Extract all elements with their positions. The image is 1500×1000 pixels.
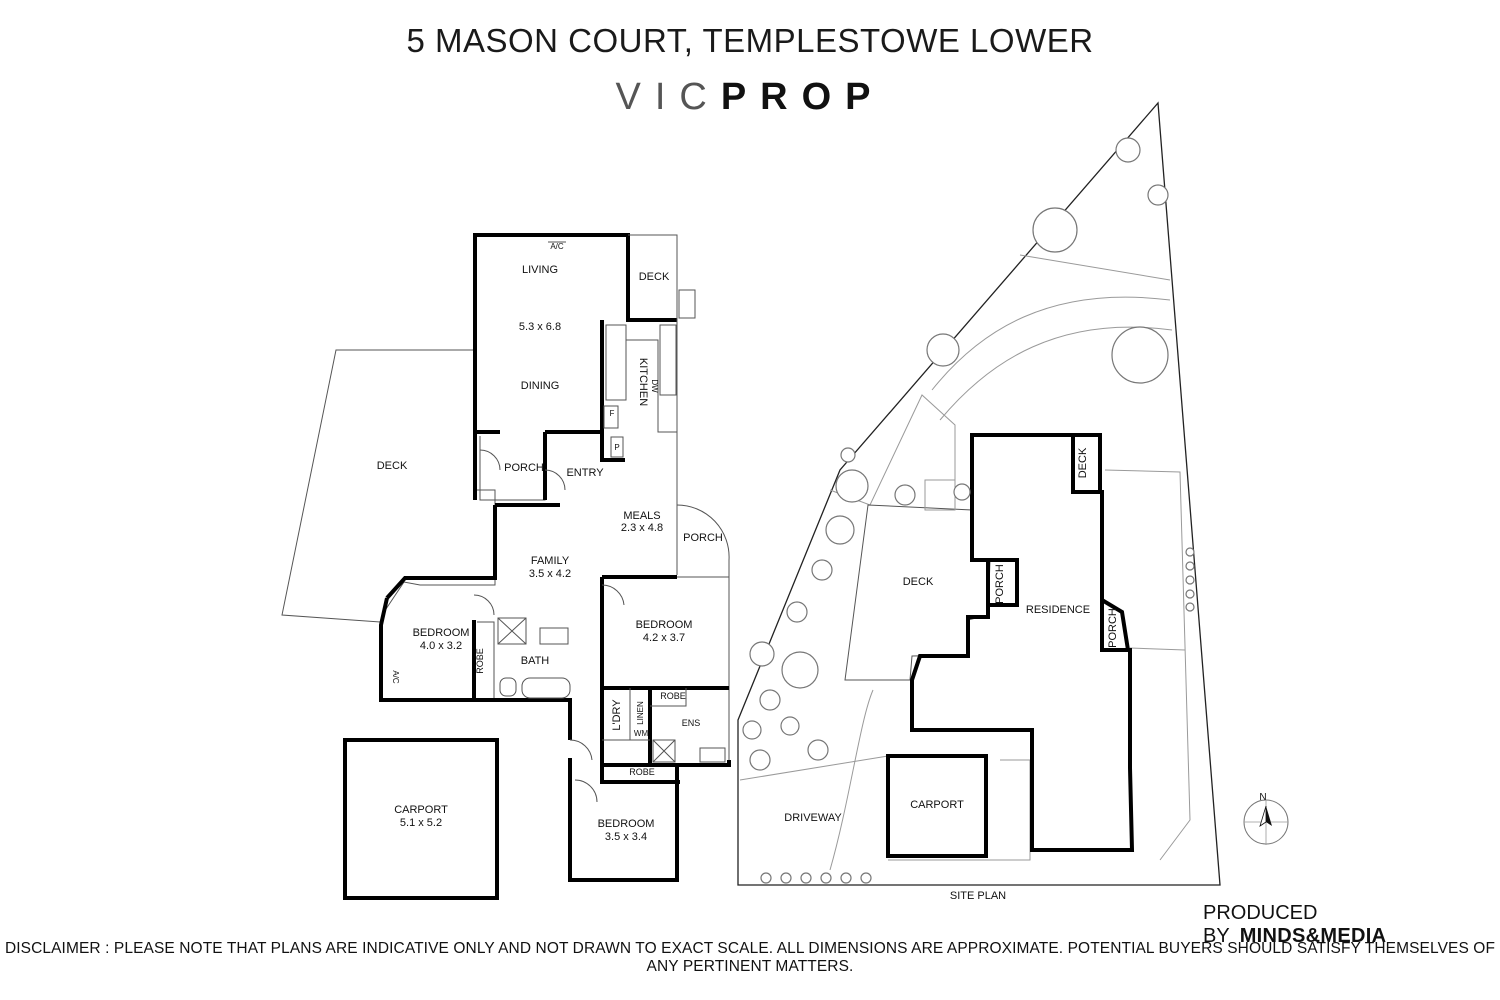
porch-west-label: PORCH	[504, 462, 544, 474]
site-plan-label: SITE PLAN	[950, 890, 1006, 902]
carport-walls	[343, 738, 499, 900]
north-label: N	[1259, 792, 1266, 803]
dining-label: DINING	[521, 380, 560, 392]
driveway-label: DRIVEWAY	[784, 812, 842, 824]
kitchen-walls	[600, 320, 625, 462]
carport-dims: 5.1 x 5.2	[400, 817, 442, 829]
ac-west-label: A/C	[391, 670, 400, 684]
ldry-label: L'DRY	[611, 699, 623, 731]
meals-label: MEALS	[623, 510, 660, 522]
robe-ens-label: ROBE	[660, 691, 686, 701]
producer-logo: MINDS&MEDIA	[1239, 925, 1387, 947]
ens-walls	[600, 686, 729, 765]
family-walls	[385, 505, 497, 600]
robe-south-label: ROBE	[629, 767, 655, 777]
wm-label: WM	[634, 729, 649, 738]
bedroom-west-dims: 4.0 x 3.2	[420, 640, 462, 652]
living-label: LIVING	[522, 264, 558, 276]
site-deck-label: DECK	[903, 576, 934, 588]
floor-plan	[281, 233, 731, 900]
site-deck-north-label: DECK	[1077, 447, 1089, 478]
family-label: FAMILY	[531, 555, 570, 567]
meals-dims: 2.3 x 4.8	[621, 522, 663, 534]
disclaimer-text: DISCLAIMER : PLEASE NOTE THAT PLANS ARE …	[4, 940, 1496, 975]
east-porch-outline	[676, 504, 730, 578]
site-carport-outline	[886, 754, 988, 858]
bedroom-west-walls	[379, 597, 474, 702]
deck-top-label: DECK	[639, 271, 670, 283]
robe-west-label: ROBE	[475, 648, 485, 674]
entry-label: ENTRY	[566, 467, 604, 479]
living-dims: 5.3 x 6.8	[519, 321, 561, 333]
room-labels: LIVING 5.3 x 6.8 DINING A/C DECK DECK PO…	[377, 242, 1267, 902]
north-arrow-icon	[1243, 799, 1289, 845]
vicprop-logo: VICPROP	[0, 76, 1500, 119]
site-porch-right-label: PORCH	[1107, 608, 1119, 648]
top-deck-outline	[628, 234, 678, 320]
bath-walls	[474, 698, 572, 740]
dw-label: DW	[650, 379, 659, 393]
bedroom-west-label: BEDROOM	[413, 627, 470, 639]
deck-west-label: DECK	[377, 460, 408, 472]
brand-light: VIC	[615, 76, 721, 118]
ac-top-label: A/C	[550, 242, 564, 251]
site-plan	[737, 101, 1289, 886]
bedroom-south-label: BEDROOM	[598, 818, 655, 830]
carport-label: CARPORT	[394, 804, 448, 816]
bath-label: BATH	[521, 655, 550, 667]
family-dims: 3.5 x 4.2	[529, 568, 571, 580]
linen-label: LINEN	[636, 701, 645, 725]
ens-label: ENS	[682, 718, 701, 728]
kitchen-label: KITCHEN	[637, 358, 649, 406]
produced-by-label: PRODUCED BY	[1203, 902, 1318, 947]
bedroom-south-dims: 3.5 x 3.4	[605, 831, 647, 843]
site-porch-left-label: PORCH	[994, 564, 1006, 604]
bedroom-south-walls	[568, 758, 680, 882]
west-deck-outline	[281, 349, 496, 623]
fridge-label: F	[610, 409, 615, 418]
site-carport-label: CARPORT	[910, 799, 964, 811]
property-address-title: 5 MASON COURT, TEMPLESTOWE LOWER	[406, 22, 1094, 59]
residence-outline	[910, 433, 1135, 852]
residence-label: RESIDENCE	[1026, 604, 1090, 616]
site-trees	[742, 137, 1195, 884]
pantry-label: P	[614, 443, 619, 452]
site-boundary	[737, 101, 1221, 886]
porch-east-label: PORCH	[683, 532, 723, 544]
brand-bold: PROP	[720, 76, 885, 118]
bedroom-main-label: BEDROOM	[636, 619, 693, 631]
bedroom-main-dims: 4.2 x 3.7	[643, 632, 685, 644]
